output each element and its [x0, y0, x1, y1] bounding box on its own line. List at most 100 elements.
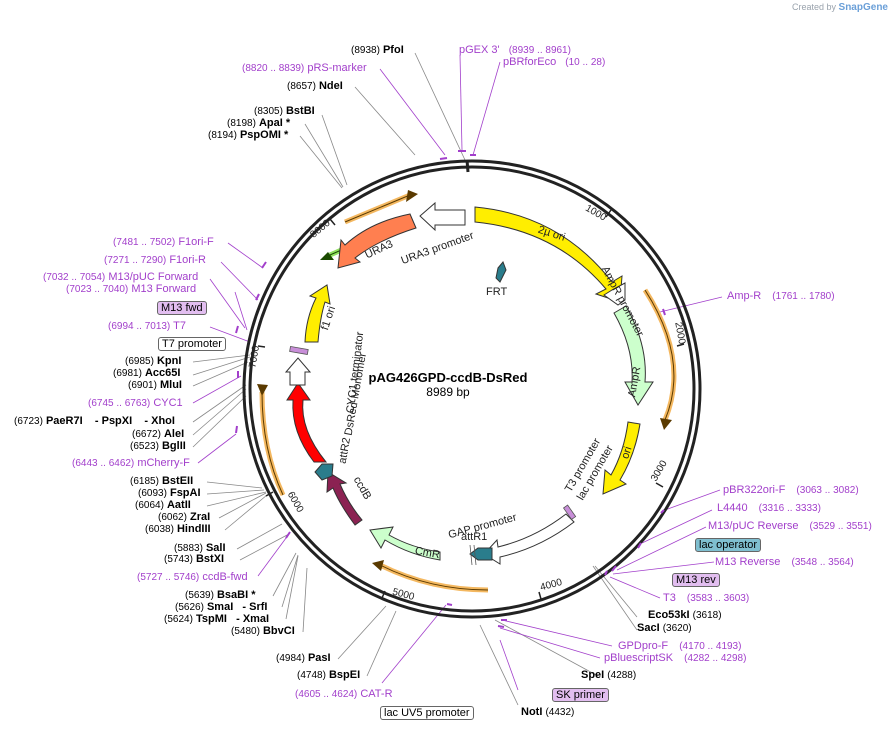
site-label: (5743) BstXI	[164, 553, 225, 565]
primer-label: pBR322ori-F (3063 .. 3082)	[723, 484, 859, 496]
primer-label: L4440 (3316 .. 3333)	[717, 502, 821, 514]
credit-prefix: Created by	[791, 2, 837, 12]
site-label: (6038) HindIII	[145, 523, 211, 535]
tick-label-3000: 3000	[649, 458, 670, 483]
tick-label-1000: 1000	[583, 203, 608, 224]
primer-label: (7481 .. 7502) F1ori-F	[113, 236, 214, 248]
site-label: (4748) BspEI	[297, 669, 361, 681]
outer-arrowhead	[406, 190, 418, 202]
primer-label: (6443 .. 6462) mCherry-F	[72, 457, 190, 469]
site-label: (4984) PasI	[276, 652, 331, 664]
site-label: (5480) BbvCI	[231, 625, 295, 637]
feature-frt	[495, 261, 507, 283]
site-label: (5883) SalI	[174, 542, 226, 554]
label-frt: FRT	[486, 286, 507, 298]
feature-box-lac-operator: lac operator	[695, 538, 762, 552]
site-label: (5626) SmaI - SrfI	[175, 601, 268, 613]
primer-label: (4605 .. 4624) CAT-R	[295, 688, 393, 700]
primer-leader-lines	[192, 54, 723, 691]
primer-box-m13-rev: M13 rev	[672, 573, 720, 587]
label-ori: ori	[619, 445, 634, 460]
primer-label: M13 Reverse (3548 .. 3564)	[715, 556, 854, 568]
site-label: (8194) PspOMI *	[208, 129, 289, 141]
snapgene-credit: Created by SnapGene	[792, 2, 888, 13]
feature-dsred-monomer	[286, 382, 328, 463]
label-cmr: CmR	[414, 545, 441, 561]
primer-label: pGEX 3' (8939 .. 8961)	[459, 44, 571, 56]
outer-arrowhead	[372, 560, 384, 571]
feature-attr2	[314, 463, 334, 481]
site-label: (6981) Acc65I	[113, 367, 181, 379]
tick-label-2000: 2000	[672, 321, 687, 345]
site-label: (6723) PaeR7I - PspXI - XhoI	[14, 415, 175, 427]
site-label: (6985) KpnI	[125, 355, 182, 367]
backbone-inner-strand	[248, 165, 696, 613]
primer-label: pBRforEco (10 .. 28)	[503, 56, 606, 68]
site-label: (6672) AleI	[132, 428, 185, 440]
primer-label: (6745 .. 6763) CYC1	[88, 397, 183, 409]
snapgene-logo: SnapGene	[838, 2, 888, 13]
label-ampr: AmpR	[626, 366, 643, 398]
primer-label: (6994 .. 7013) T7	[108, 320, 186, 332]
small-site-marks	[289, 346, 577, 566]
primer-label: GPDpro-F (4170 .. 4193)	[618, 640, 742, 652]
feature-cmr	[369, 526, 441, 561]
label-attr2: attR2	[337, 437, 353, 465]
site-leader-lines	[192, 52, 638, 706]
primer-label: (8820 .. 8839) pRS-marker	[242, 62, 367, 74]
feature-ori	[602, 421, 641, 495]
site-label: (6064) AatII	[135, 499, 191, 511]
primer-label: Amp-R (1761 .. 1780)	[727, 290, 835, 302]
primer-box-sk-primer: SK primer	[552, 688, 609, 702]
primer-label: (5727 .. 5746) ccdB-fwd	[137, 571, 248, 583]
outer-arrowhead	[320, 252, 334, 260]
feature-box-t7-promoter: T7 promoter	[158, 337, 226, 351]
site-label: (8657) NdeI	[287, 80, 343, 92]
site-label: SpeI (4288)	[581, 669, 637, 681]
feature-ura3	[337, 213, 417, 269]
primer-label: (7023 .. 7040) M13 Forward	[66, 283, 197, 295]
site-label: (8305) BstBI	[254, 105, 315, 117]
primer-label: (7271 .. 7290) F1ori-R	[104, 254, 206, 266]
site-label: (6901) MluI	[128, 379, 182, 391]
feature-f1-ori	[304, 284, 331, 343]
origin-marker	[465, 159, 470, 173]
site-label: (6062) ZraI	[158, 511, 211, 523]
primer-label: pBluescriptSK (4282 .. 4298)	[604, 652, 747, 664]
site-label: (6093) FspAI	[138, 487, 201, 499]
tick-label-4000: 4000	[539, 577, 564, 593]
feature-ampr-promoter	[603, 282, 626, 306]
feature-ccdb	[326, 471, 363, 526]
site-label: (5639) BsaBI *	[185, 589, 256, 601]
site-label: SacI (3620)	[637, 622, 692, 634]
feature-box-lac-uv5-promoter: lac UV5 promoter	[380, 706, 474, 720]
plasmid-length: 8989 bp	[426, 385, 470, 399]
primer-box-m13-fwd: M13 fwd	[157, 301, 207, 315]
site-label: (5624) TspMI - XmaI	[164, 613, 270, 625]
primer-binding-marks	[235, 150, 666, 628]
feature-attr1	[469, 547, 493, 561]
feature-cyc1-terminator	[284, 357, 312, 386]
backbone-outer-strand	[242, 159, 702, 619]
site-label: (6185) BstEII	[130, 475, 194, 487]
feature-ura3-promoter	[419, 201, 466, 232]
primer-label: M13/pUC Reverse (3529 .. 3551)	[708, 520, 872, 532]
tick-label-7000: 7000	[247, 344, 262, 368]
outer-arrowhead	[660, 418, 672, 430]
primer-label: (7032 .. 7054) M13/pUC Forward	[43, 271, 199, 283]
scale-ticks	[257, 209, 685, 600]
site-label: (8198) ApaI *	[227, 117, 291, 129]
label-attr1: attR1	[461, 531, 487, 543]
primer-label: T3 (3583 .. 3603)	[663, 592, 750, 604]
label-ura3-promoter: URA3 promoter	[400, 230, 476, 268]
site-label: NotI (4432)	[521, 706, 575, 718]
tick-label-8000: 8000	[308, 218, 332, 241]
outer-arrowhead	[257, 384, 268, 396]
label-ccdb: ccdB	[351, 475, 374, 502]
plasmid-name: pAG426GPD-ccdB-DsRed	[368, 370, 528, 385]
site-label: (8938) PfoI	[351, 44, 404, 56]
site-label: (6523) BglII	[130, 440, 186, 452]
feature-ampr	[613, 305, 654, 406]
